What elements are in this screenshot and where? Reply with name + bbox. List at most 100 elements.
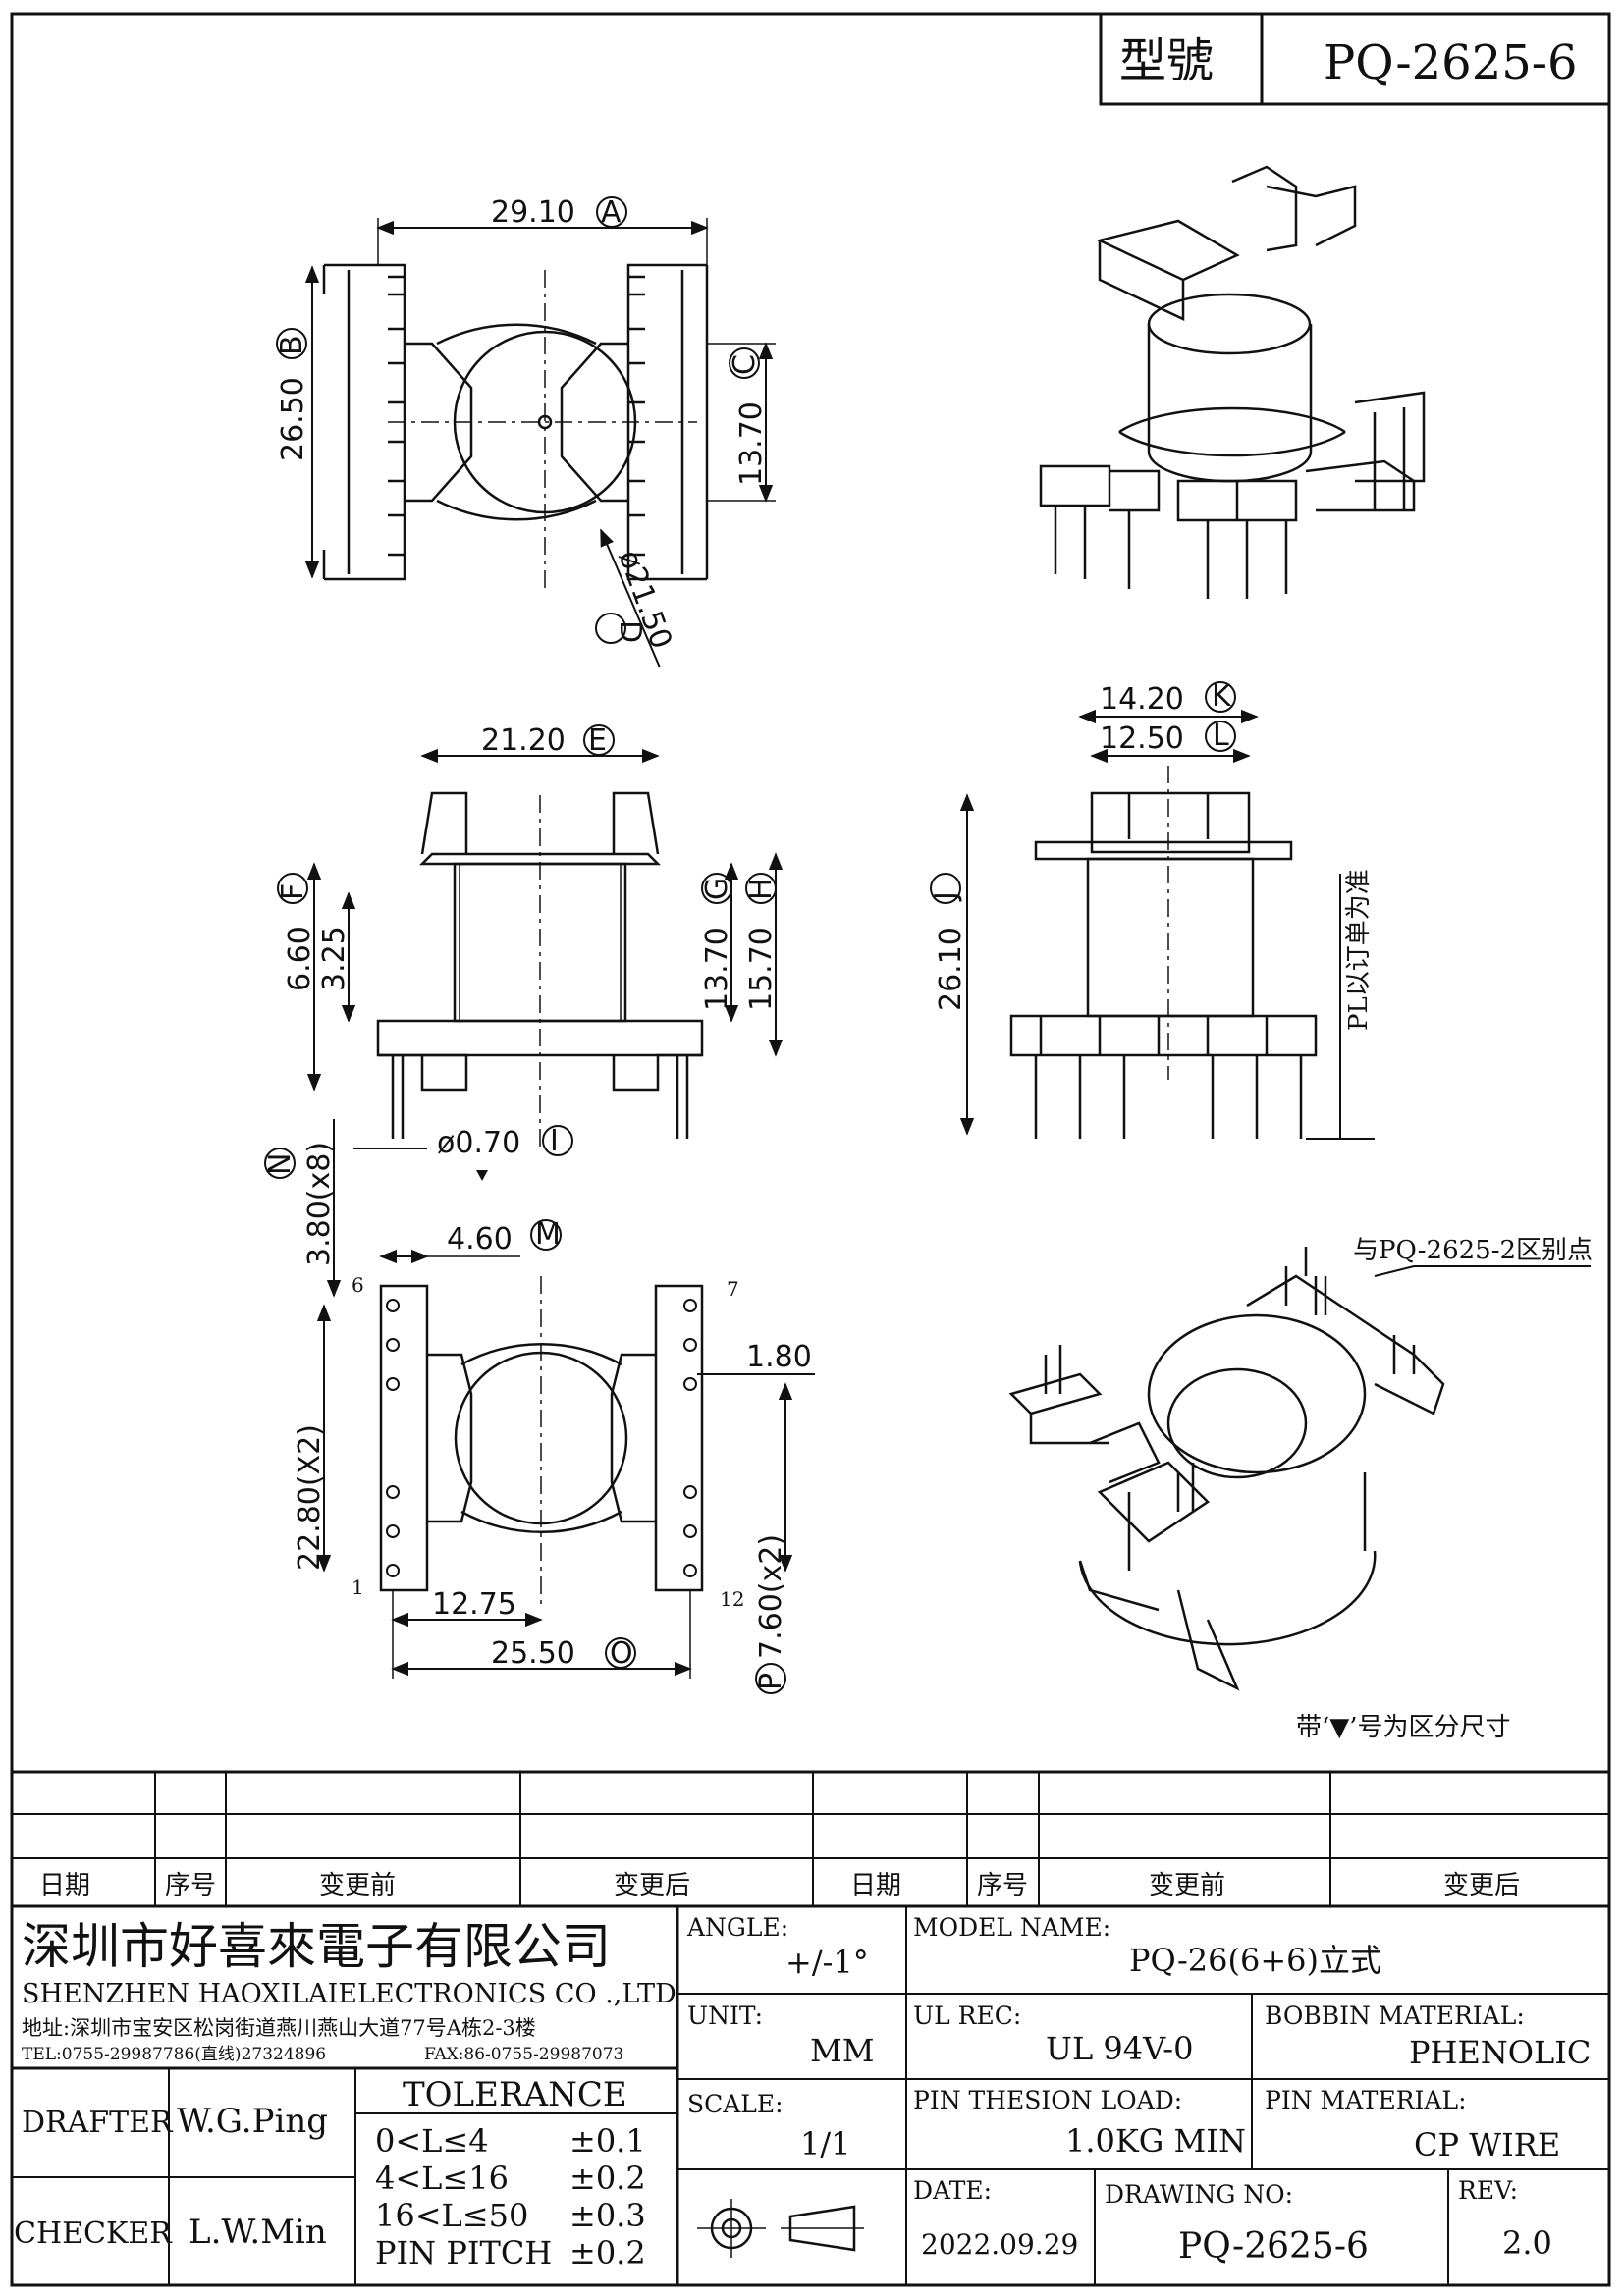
rev-label: REV: [1458, 2176, 1518, 2205]
pin-1-label: 1 [352, 1575, 364, 1599]
dim-O-letter: O [610, 1636, 633, 1671]
tol-range-2: 4<L≤16 [375, 2160, 509, 2197]
drawing-no-value: PQ-2625-6 [1178, 2226, 1369, 2267]
dim-E-letter: E [588, 723, 607, 758]
dim-K-L: 14.20 K 12.50 L [1078, 679, 1259, 764]
tolerance-title: TOLERANCE [403, 2075, 627, 2114]
revision-table [12, 1770, 1609, 1908]
rev-header-after-2: 变更后 [1443, 1871, 1520, 1900]
dim-N-letter: N [263, 1153, 298, 1175]
dim-R-value: 12.75 [432, 1587, 516, 1622]
rev-header-date-2: 日期 [850, 1871, 901, 1900]
dim-G-H: 13.70 15.70 G H [700, 852, 784, 1057]
pin-holes [386, 1299, 697, 1577]
checker-label: CHECKER [14, 2216, 173, 2251]
dim-P-value: 7.60(x2) [754, 1534, 788, 1659]
diff-note: 与PQ-2625-2区别点 [1353, 1236, 1593, 1277]
dim-J-value: 26.10 [934, 927, 968, 1011]
dim-S: 1.80 [697, 1340, 815, 1375]
ul-label: UL REC: [913, 2002, 1021, 2030]
rev-header-no-2: 序号 [977, 1871, 1028, 1900]
dim-R: 12.75 [391, 1587, 543, 1628]
pin-7-label: 7 [727, 1277, 739, 1301]
model-value: PQ-2625-6 [1324, 35, 1578, 90]
date-value: 2022.09.29 [921, 2228, 1078, 2261]
dim-J: 26.10 J [929, 793, 975, 1136]
projection-symbol-icon [697, 2199, 864, 2258]
dim-J-letter: J [929, 891, 963, 902]
dim-A: 29.10 A [376, 195, 709, 265]
rev-header-before-2: 变更前 [1149, 1871, 1225, 1900]
dim-I-value: ø0.70 [437, 1126, 520, 1160]
company-name-en: SHENZHEN HAOXILAIELECTRONICS CO .,LTD [22, 1979, 676, 2009]
company-fax: FAX:86-0755-29987073 [424, 2045, 623, 2064]
tol-range-3: 16<L≤50 [375, 2197, 528, 2234]
dim-F-value: 6.60 [283, 926, 317, 991]
drawing-no-label: DRAWING NO: [1105, 2180, 1293, 2209]
pin-material-label: PIN MATERIAL: [1265, 2086, 1467, 2114]
drafter-label: DRAFTER [22, 2106, 174, 2140]
pl-note-text: PL以订单为准 [1344, 869, 1374, 1031]
title-block-grid [12, 1906, 1609, 2285]
dim-E-value: 21.20 [481, 723, 566, 758]
rev-header-no-1: 序号 [165, 1871, 216, 1900]
rev-header-date-1: 日期 [39, 1871, 90, 1900]
pin-load-value: 1.0KG MIN [1065, 2122, 1246, 2160]
rev-value: 2.0 [1502, 2224, 1552, 2262]
dim-M-letter: M [535, 1217, 561, 1252]
pin-12-label: 12 [720, 1587, 744, 1611]
scale-value: 1/1 [800, 2125, 851, 2163]
side-view [1009, 766, 1318, 1139]
model-name-value: PQ-26(6+6)立式 [1129, 1942, 1381, 1979]
unit-label: UNIT: [687, 2002, 763, 2030]
rev-header-after-1: 变更后 [614, 1871, 690, 1900]
dim-P: 7.60(x2) P [754, 1382, 793, 1694]
isometric-view-bottom [1008, 1247, 1445, 1691]
drafter-name: W.G.Ping [177, 2102, 328, 2141]
dim-P-letter: P [754, 1673, 788, 1690]
dim-Q-value: 22.80(X2) [293, 1424, 327, 1571]
dim-K-letter: K [1212, 679, 1232, 714]
dim-D-letter: D [613, 620, 647, 643]
angle-label: ANGLE: [686, 1913, 788, 1942]
dim-K-value: 14.20 [1100, 682, 1184, 717]
tol-value-3: ±0.3 [569, 2197, 646, 2234]
dim-O-value: 25.50 [491, 1636, 575, 1671]
unit-value: MM [810, 2032, 875, 2069]
dim-B: 26.50 B [275, 265, 320, 579]
tol-range-1: 0<L≤4 [375, 2122, 489, 2160]
mark-note: 带‘▼’号为区分尺寸 [1296, 1713, 1511, 1742]
front-view [376, 791, 704, 1148]
pin-material-value: CP WIRE [1414, 2126, 1560, 2163]
tol-range-4: PIN PITCH [375, 2234, 552, 2271]
isometric-view-top [1039, 165, 1426, 599]
company-name-cn: 深圳市好喜來電子有限公司 [22, 1918, 611, 1975]
scale-label: SCALE: [687, 2090, 784, 2118]
model-number-box: 型號 PQ-2625-6 [1099, 12, 1611, 106]
sheet-border [10, 12, 1611, 2287]
dim-E: 21.20 E [420, 723, 660, 764]
dim-B-letter: B [275, 335, 309, 355]
diff-note-text: 与PQ-2625-2区别点 [1353, 1236, 1593, 1265]
dim-N: 3.80(x8) N [263, 1119, 342, 1298]
dim-D: ø21.50 D [595, 528, 678, 668]
angle-value: +/-1° [785, 1944, 869, 1981]
checker-name: L.W.Min [189, 2213, 327, 2252]
model-label: 型號 [1119, 33, 1214, 88]
tol-value-1: ±0.1 [569, 2122, 646, 2160]
dim-A-letter: A [601, 195, 622, 230]
dim-N-value: 3.80(x8) [302, 1142, 337, 1266]
top-view [322, 263, 709, 589]
dim-H-letter: H [744, 878, 779, 900]
pin-load-label: PIN THESION LOAD: [913, 2086, 1182, 2114]
company-tel: TEL:0755-29987786(直线)27324896 [22, 2045, 326, 2064]
dim-L-letter: L [1213, 719, 1229, 753]
tol-value-2: ±0.2 [569, 2160, 646, 2197]
dim-M-value: 4.60 [447, 1222, 513, 1256]
dim-L-value: 12.50 [1100, 721, 1184, 756]
rev-header-before-1: 变更前 [319, 1871, 396, 1900]
dim-F-letter: F [276, 883, 310, 900]
dim-G-letter: G [700, 878, 734, 900]
dim-C-value: 13.70 [734, 401, 769, 486]
